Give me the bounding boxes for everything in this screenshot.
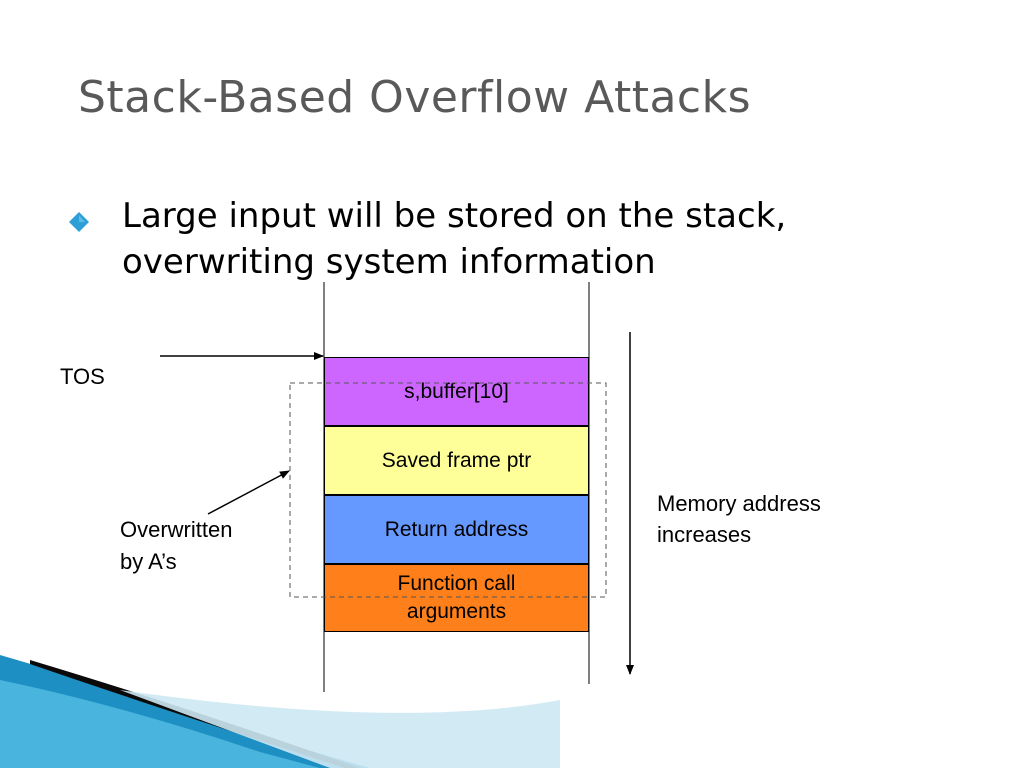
diamond-bullet-icon	[69, 212, 89, 232]
overwritten-pointer-arrow	[207, 470, 290, 515]
overwritten-label-line1: Overwritten	[120, 517, 233, 542]
stack-block-function-args: Function call arguments	[324, 564, 589, 632]
stack-block-buffer: s,buffer[10]	[324, 357, 589, 426]
stack-block-saved-frame-ptr-label: Saved frame ptr	[381, 448, 532, 472]
stack-block-saved-frame-ptr: Saved frame ptr	[324, 426, 589, 495]
stack-block-buffer-label: s,buffer[10]	[404, 379, 509, 403]
slide-title: Stack-Based Overflow Attacks	[78, 72, 752, 123]
tos-label: TOS	[60, 364, 105, 389]
bullet-item: Large input will be stored on the stack,…	[68, 193, 948, 285]
stack-block-function-args-label: Function call arguments	[397, 572, 516, 623]
slide-decoration-right	[120, 690, 560, 768]
stack-block-return-address-label: Return address	[384, 517, 529, 541]
memory-label-line1: Memory address	[657, 491, 821, 516]
overwritten-label-line2: by A’s	[120, 549, 177, 574]
bullet-text: Large input will be stored on the stack,…	[122, 196, 787, 282]
slide-decoration-left-highlight	[0, 680, 320, 768]
stack-block-return-address: Return address	[324, 495, 589, 564]
memory-label-line2: increases	[657, 522, 752, 547]
